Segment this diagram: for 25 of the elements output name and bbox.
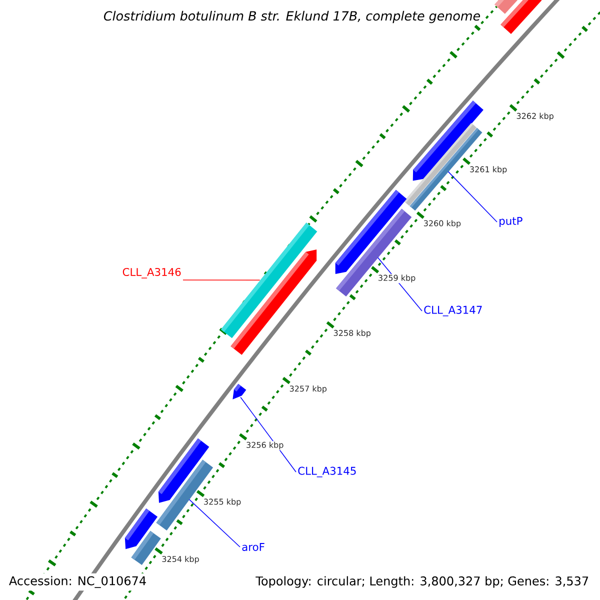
- leader-line: [448, 171, 498, 222]
- gene-label: putP: [500, 217, 522, 227]
- gene-label: CLL_A3146: [122, 268, 181, 278]
- title: Clostridium botulinum B str. Eklund 17B, complete genome: [104, 10, 480, 24]
- accession-note: Accession: NC_010674: [6, 573, 150, 591]
- gene-label: CLL_A3147: [424, 306, 482, 316]
- gene-bar: [131, 530, 161, 566]
- leader-line: [240, 396, 296, 472]
- tick-label: 3259 kbp: [377, 274, 416, 284]
- gene-label: aroF: [242, 543, 264, 551]
- tick-label: 3254 kbp: [161, 555, 200, 564]
- tick-label: 3256 kbp: [245, 441, 284, 450]
- tick-label: 3255 kbp: [202, 498, 242, 507]
- gene-label: CLL_A3145: [298, 466, 356, 478]
- tick-label: 3262 kbp: [516, 112, 555, 122]
- genome-info-note: Topology: circular; Length: 3,800,327 bp; Genes: 3,537: [252, 574, 592, 590]
- tick-label: 3257 kbp: [288, 384, 328, 394]
- leader-line: [182, 280, 260, 281]
- tick-label: 3260 kbp: [422, 219, 462, 229]
- gene-bar: [232, 384, 246, 400]
- leader-line: [188, 499, 240, 548]
- gene-bar: [500, 0, 542, 34]
- gene-bar: [230, 250, 317, 355]
- tick-label: 3261 kbp: [468, 165, 508, 175]
- tick-label: 3258 kbp: [332, 329, 372, 338]
